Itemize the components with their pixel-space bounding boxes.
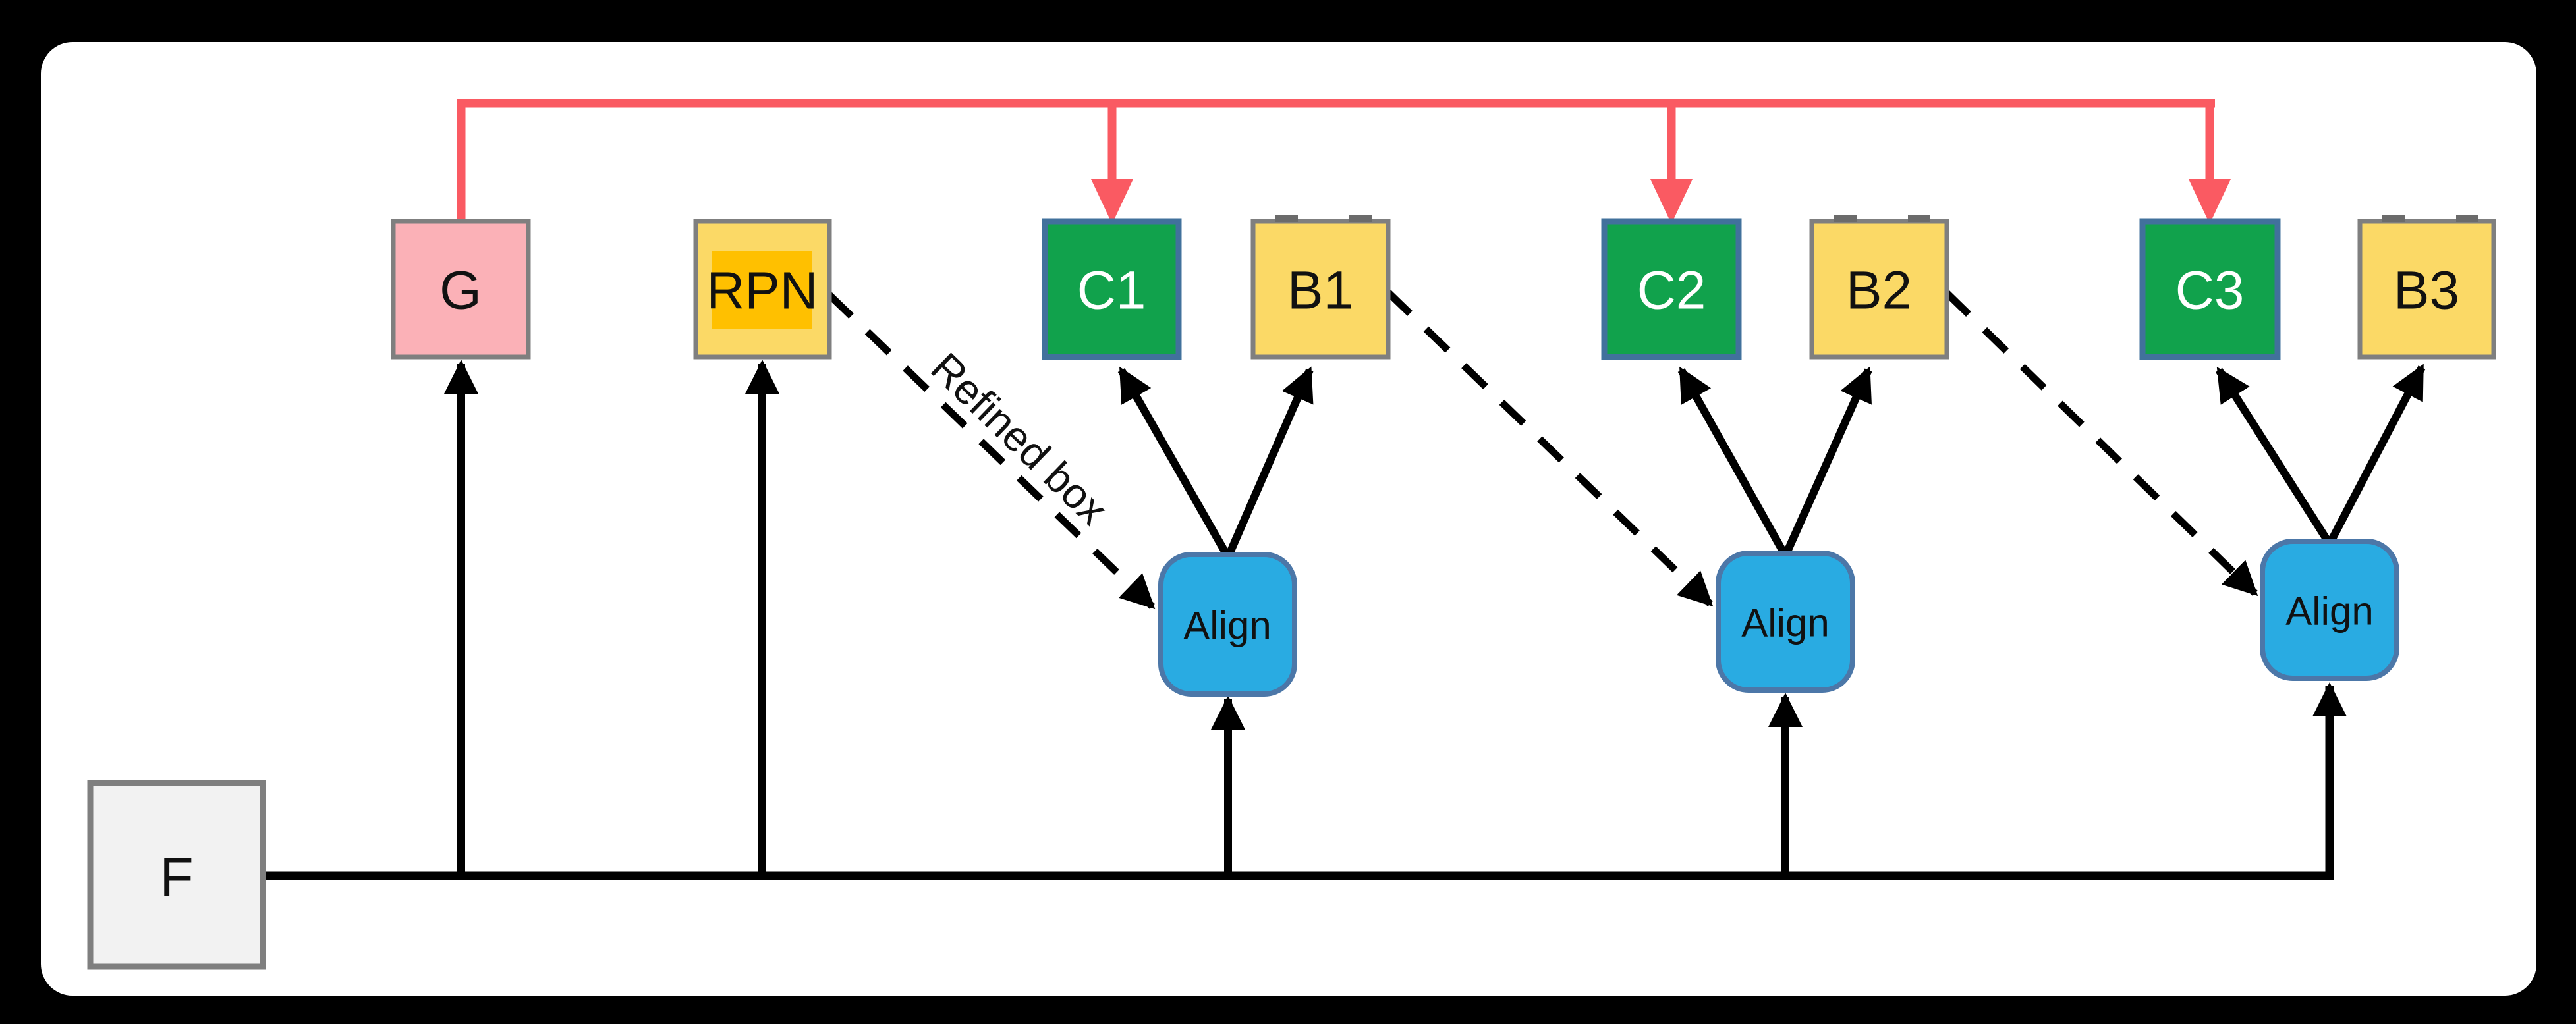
c2-label: C2 [1637,261,1706,321]
node-b1: B1 [1250,215,1391,360]
dashed-arrow-b1-to-align2 [1386,290,1714,607]
f-box [87,780,266,970]
trunk-line-f-to-align3 [263,682,2347,880]
align2-box [1716,551,1855,693]
rpn-text-highlight [712,251,812,329]
c2-box [1601,218,1742,360]
align2-label: Align [1741,601,1829,645]
arrow-align2-to-c2 [1677,366,1789,558]
b2-top-notch-left [1834,215,1857,222]
node-c3: C3 [2139,218,2281,360]
dashed-arrow-b2-to-align3 [1944,290,2258,597]
c3-label: C3 [2175,261,2245,321]
red-arrowhead-c3 [2189,179,2231,224]
b1-label: B1 [1287,261,1353,321]
arrow-align1-to-c1 [1117,366,1232,559]
b2-label: B2 [1846,261,1912,321]
node-b3: B3 [2357,215,2496,360]
align-output-arrows [1117,364,2426,559]
feature-trunk-connector [263,360,2347,880]
node-c2: C2 [1601,218,1742,360]
align3-label: Align [2285,589,2373,633]
node-g: G [391,219,531,360]
arrow-align3-to-c3 [2215,366,2334,547]
node-rpn: RPN [693,219,832,360]
align1-label: Align [1183,604,1271,648]
c1-box [1042,218,1182,360]
red-arrowhead-c1 [1091,179,1133,224]
node-align2: Align [1716,551,1855,693]
b1-top-notch-right [1349,215,1372,222]
node-align3: Align [2260,539,2399,681]
align1-box [1158,552,1297,697]
b3-box [2357,219,2496,360]
node-align1: Align [1158,552,1297,697]
b2-top-notch-right [1908,215,1930,222]
node-f: F [87,780,266,970]
g-box [391,219,531,360]
red-arrowhead-c2 [1650,179,1693,224]
b3-top-notch-left [2382,215,2405,222]
c1-label: C1 [1077,261,1146,321]
b1-box [1250,219,1391,360]
b1-top-notch-left [1275,215,1298,222]
arrow-align2-to-b2 [1781,366,1872,558]
b3-label: B3 [2394,261,2459,321]
b2-box [1809,219,1949,360]
diagram-panel [41,42,2536,996]
red-supervision-connector [457,99,2231,227]
b3-top-notch-right [2456,215,2478,222]
node-c1: C1 [1042,218,1182,360]
dashed-arrow-rpn-to-align1 [827,292,1156,610]
arrow-align1-to-b1 [1224,366,1314,559]
red-line-g-to-top [457,99,2215,227]
align3-box [2260,539,2399,681]
f-label: F [159,846,193,908]
c3-box [2139,218,2281,360]
node-b2: B2 [1809,215,1949,360]
g-label: G [439,261,482,321]
arrow-align3-to-b3 [2326,364,2426,546]
rpn-label: RPN [707,261,818,320]
